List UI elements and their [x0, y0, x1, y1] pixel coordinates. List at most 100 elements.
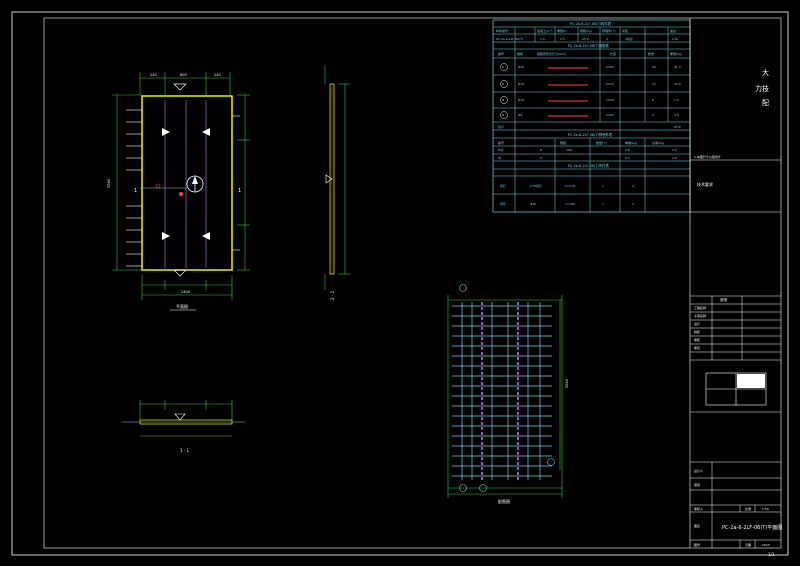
- lift-r2-c0: 吊环: [500, 202, 506, 206]
- page-number: 1/1: [768, 552, 775, 557]
- plan-top-dim-2: 600: [180, 73, 187, 77]
- table1-h2: 重量(t): [557, 28, 567, 33]
- rebar-row3-spec: Φ10: [518, 98, 524, 102]
- table1-h0: 构件编号: [496, 28, 508, 33]
- section-1-label: 1 - 1: [180, 448, 190, 453]
- table2-h2: 钢筋形状及尺寸(mm): [537, 51, 566, 56]
- lift-r1-c2: L=170: [565, 184, 575, 188]
- embed-r1-c3: 0.8: [625, 148, 630, 152]
- table2-h0: 编号: [498, 51, 504, 56]
- spec-label: 技术要求: [697, 181, 713, 187]
- lift-r2-c4: 4: [632, 202, 634, 206]
- table3-h1: 规格: [560, 140, 566, 145]
- rebar-row3-len: 1520: [606, 98, 614, 102]
- svg-text:1: 1: [134, 188, 137, 194]
- date-value: 2023: [762, 543, 770, 547]
- embed-r1-c1: 8: [540, 148, 542, 152]
- rebar-row1-len: 2390: [606, 65, 614, 69]
- note-text: 1.本图尺寸以毫米计: [694, 154, 721, 159]
- table1-title: PC-2a-6-2LF-06(T)构件表: [570, 21, 612, 26]
- rebar-row1-wt: 41.3: [674, 65, 681, 69]
- table1-r3: 95.8: [582, 37, 589, 41]
- embed-r1-c0: MJ1: [498, 148, 503, 152]
- table2-h4: 数量: [648, 51, 654, 56]
- rebar-row3-qty: 8: [652, 98, 654, 102]
- table2-h5: 重量(kg): [670, 51, 682, 56]
- lift-r2-c1: Φ10: [530, 202, 536, 206]
- tb-row-1: 子项名称: [694, 313, 706, 318]
- rebar-row1-spec: Φ10: [518, 65, 524, 69]
- tb-row-2: 设计: [694, 321, 700, 326]
- rebar-total-label: 合计: [498, 124, 504, 129]
- rebar-row4-no: 4: [502, 113, 504, 117]
- table2-h3: 长度: [610, 51, 616, 56]
- rebar-row2-qty: 12: [652, 82, 656, 86]
- plan-view-title: 平面图: [176, 303, 188, 309]
- company-line1: 大: [762, 68, 769, 77]
- table3-h3: 单重(kg): [625, 140, 637, 145]
- table1-r5: 4吊点: [625, 36, 633, 41]
- schedule-tables: PC-2a-6-2LF-06(T)构件表 构件编号 混凝土(m³) 重量(t) …: [492, 19, 691, 213]
- lift-r1-c3: 1: [602, 184, 604, 188]
- rebar-row4-len: 2400: [606, 113, 614, 117]
- table3-h2: 数量(个): [596, 140, 607, 145]
- table1-h3: 钢筋(kg): [580, 28, 592, 33]
- embed-r1-c2: -100: [565, 148, 572, 152]
- plan-width-dim: 2400: [181, 290, 190, 294]
- rebar-row1-qty: 28: [652, 65, 656, 69]
- rebar-view: 配筋图 5040: [447, 284, 569, 504]
- embed-r2-c4: 2.0: [672, 156, 677, 160]
- company-line3: 配: [762, 99, 769, 107]
- company-line2: 力技: [755, 84, 769, 93]
- table4-title: PC-2a-6-2LF-06(T)吊件表: [568, 163, 610, 168]
- rebar-row3-no: 3: [502, 98, 504, 102]
- table3-h0: 编号: [498, 140, 504, 145]
- table1-r6: C30: [672, 37, 678, 41]
- table2-title: PC-2a-6-2LF-06(T)钢筋表: [568, 43, 610, 48]
- rebar-row2-wt: 39.0: [674, 82, 681, 86]
- svg-text:1: 1: [238, 188, 241, 194]
- scale-label: 比例: [745, 506, 751, 511]
- table2-h1: 规格: [517, 51, 523, 56]
- table3-h4: 总重(kg): [652, 140, 664, 145]
- checker-label: 审核人: [694, 506, 703, 511]
- section-2-label: 2 - 2: [330, 290, 335, 300]
- table1-r4: 4: [606, 37, 608, 41]
- rebar-row2-no: 2: [502, 82, 504, 86]
- table1-h1: 混凝土(m³): [537, 28, 552, 33]
- tb-row-0: 工程名称: [694, 305, 706, 310]
- plan-top-dim-3: 240: [214, 73, 221, 77]
- plan-height-dim: 5280: [107, 179, 111, 188]
- table1-h6: 备注: [670, 28, 676, 33]
- section-1-1: 1 - 1: [122, 400, 245, 453]
- rebar-row3-wt: 7.5: [674, 98, 679, 102]
- sheet-label: 图号: [694, 542, 700, 547]
- table1-r2: 2.5: [560, 37, 565, 41]
- date-label: 日期: [745, 542, 751, 547]
- embed-r2-c3: 0.5: [625, 156, 630, 160]
- rebar-view-title: 配筋图: [498, 498, 510, 504]
- drawing-inner-frame: [43, 17, 782, 549]
- rebar-row1-no: 1: [502, 65, 504, 69]
- drawing-name-label: 图名: [694, 523, 700, 528]
- table1-r1: 1.0: [540, 37, 545, 41]
- scale-value: 1:50: [762, 507, 769, 511]
- lift-r2-c2: L=700: [565, 202, 575, 206]
- plan-view: 1 1 240 600 240 5280 2400 平面图: [107, 72, 250, 311]
- rebar-row2-len: 5270: [606, 82, 614, 86]
- rebar-row4-spec: Φ8: [518, 113, 522, 117]
- rebar-row2-spec: Φ10: [518, 82, 524, 86]
- plan-top-dim-1: 240: [150, 73, 157, 77]
- tb-row-5: 审定: [694, 345, 700, 350]
- rebar-row4-qty: 4: [652, 113, 654, 117]
- lift-r1-c0: 吊钉: [500, 183, 506, 188]
- lift-r1-c1: 2.5t吊钉: [530, 183, 542, 188]
- rebar-height-dim: 5040: [565, 379, 569, 388]
- title-block: 大 力技 配 1.本图尺寸以毫米计 技术要求 说明 工程名称 子项名称 设计 校…: [689, 18, 782, 548]
- tb-row-3: 校核: [694, 329, 700, 334]
- tb-note-label: 说明: [720, 297, 728, 302]
- title-logo-fill: [737, 374, 765, 388]
- project-label: 项目: [694, 483, 700, 487]
- tb-row-4: 审核: [694, 337, 700, 342]
